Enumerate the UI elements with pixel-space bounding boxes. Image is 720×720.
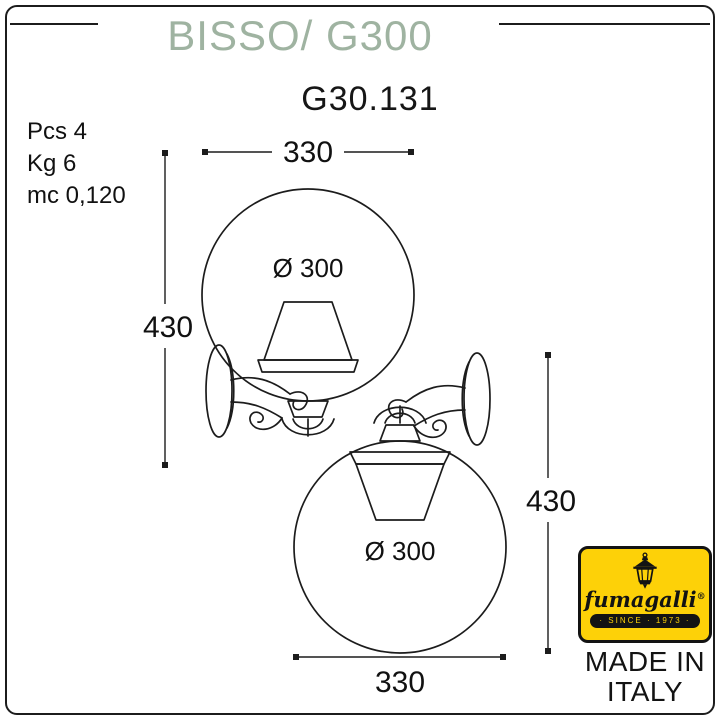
dim-top-width-label: 330 [283, 136, 333, 169]
bottom-bracket-arm-lower [413, 409, 466, 427]
bottom-bracket-scroll-1 [387, 399, 407, 419]
top-wall-plate [205, 344, 233, 438]
spec-kg: Kg 6 [27, 150, 77, 177]
top-bracket-scroll-2 [249, 411, 283, 431]
product-title: BISSO/ G300 [167, 12, 433, 59]
top-lamp-neck [287, 400, 329, 418]
model-code: G30.131 [301, 80, 439, 118]
top-globe [201, 188, 415, 402]
made-in-italy: MADE IN ITALY [575, 646, 715, 708]
bottom-lamp-drawing [293, 352, 507, 654]
dimension-left-height: 430 [143, 150, 193, 468]
spec-mc: mc 0,120 [27, 182, 126, 209]
dim-tick [293, 654, 299, 660]
fumagalli-logo: fumagalli® · SINCE · 1973 · [578, 546, 712, 643]
since-banner: · SINCE · 1973 · [590, 614, 700, 628]
dim-tick [545, 648, 551, 654]
dim-tick [162, 462, 168, 468]
dim-tick [202, 149, 208, 155]
bottom-globe-diameter-label: Ø 300 [365, 536, 436, 566]
spec-list: Pcs 4 Kg 6 mc 0,120 [27, 116, 126, 212]
brand-text: fumagalli [584, 587, 697, 612]
dimension-top-width: 330 [202, 136, 414, 169]
top-shade-rim [257, 359, 359, 373]
top-wall-plate-edge [226, 353, 235, 429]
dim-tick [408, 149, 414, 155]
brand-name: fumagalli® [584, 589, 705, 610]
dimension-right-height: 430 [526, 352, 576, 654]
bottom-wall-plate [463, 352, 491, 446]
spec-pcs: Pcs 4 [27, 118, 88, 145]
top-bracket-arm-upper [230, 376, 291, 395]
dim-bottom-width-label: 330 [375, 666, 425, 699]
top-bracket-arm-lower [230, 401, 283, 419]
bottom-wall-plate-edge [461, 361, 470, 437]
top-globe-diameter-label: Ø 300 [273, 253, 344, 283]
made-in-line1: MADE IN [584, 646, 706, 677]
registered-mark: ® [696, 592, 706, 602]
title-rule-right [499, 23, 710, 25]
lantern-icon [633, 552, 657, 589]
bottom-bracket-scroll-2 [413, 419, 447, 439]
made-in-line2: ITALY [606, 676, 684, 708]
top-lamp-drawing [201, 188, 415, 438]
dimension-bottom-width: 330 [293, 654, 506, 699]
dim-tick [162, 150, 168, 156]
dim-tick [500, 654, 506, 660]
bottom-bracket-arm-upper [405, 384, 466, 403]
dim-left-height-label: 430 [143, 311, 193, 344]
bottom-shade [355, 463, 445, 521]
top-bracket-scroll-1 [289, 391, 309, 411]
dim-tick [545, 352, 551, 358]
title-rule-left [10, 23, 98, 25]
dim-right-height-label: 430 [526, 485, 576, 518]
